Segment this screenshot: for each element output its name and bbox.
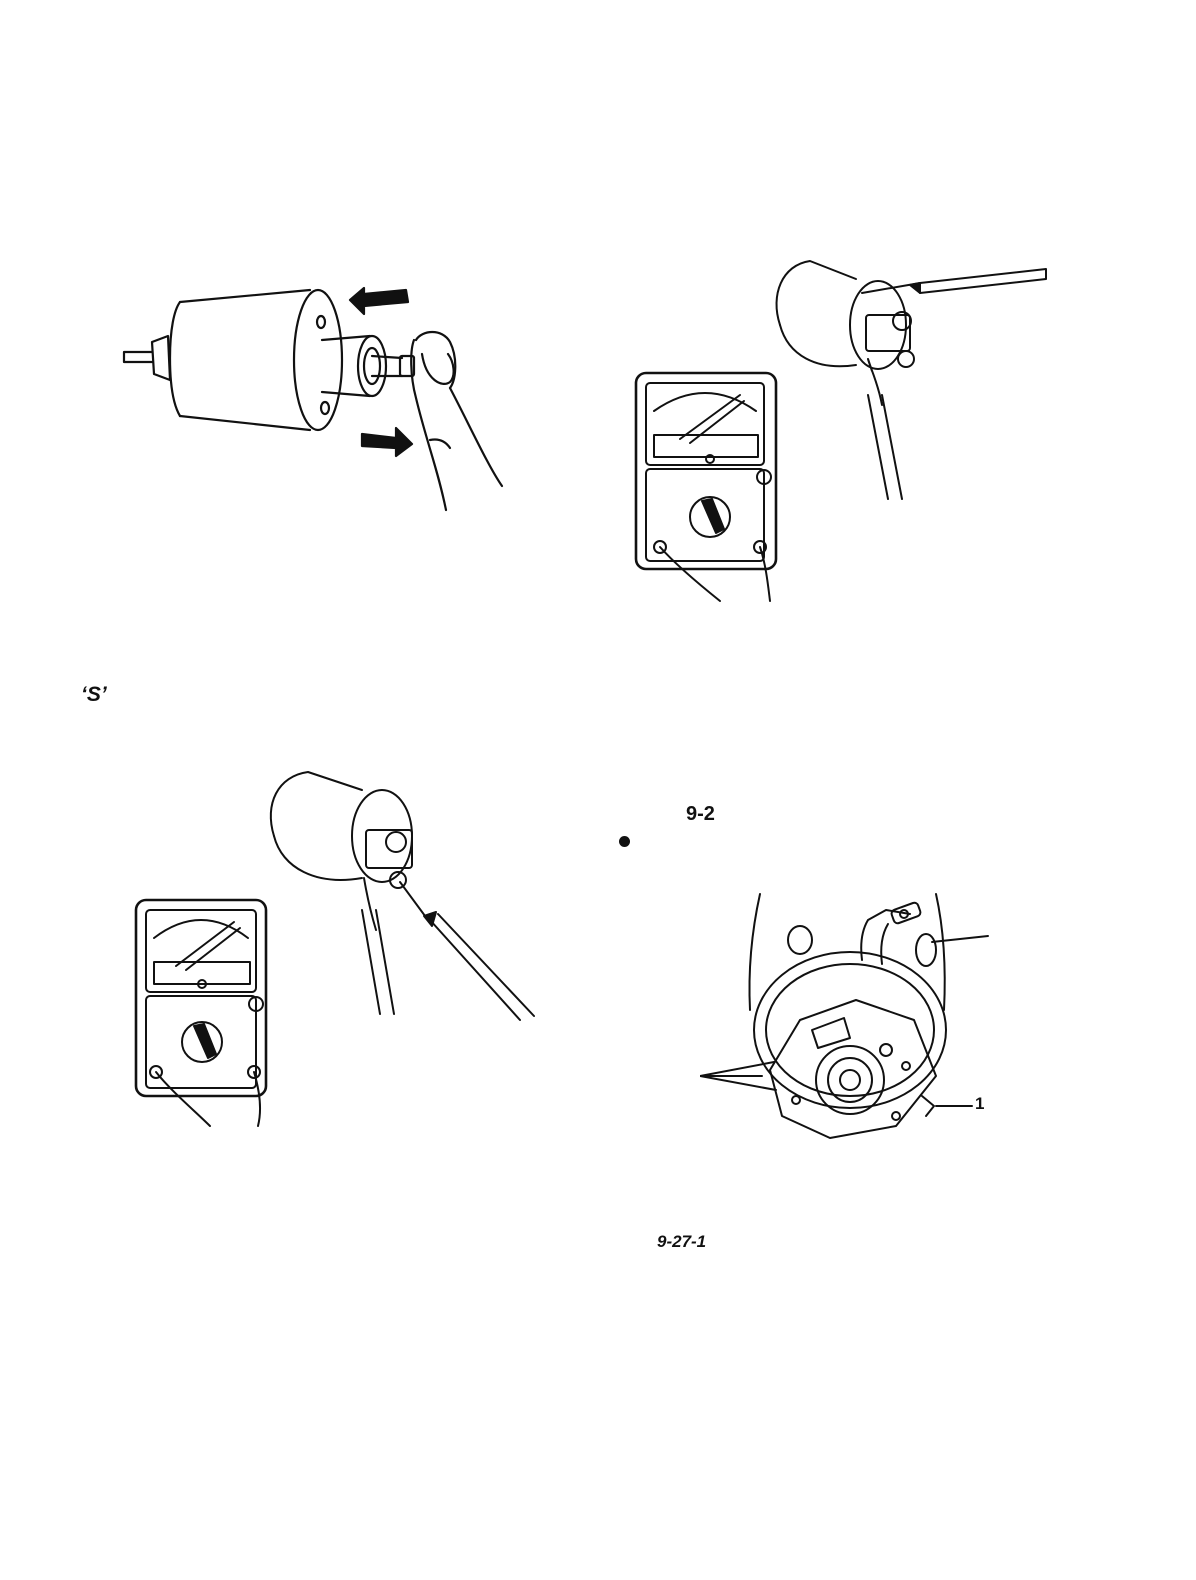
terminal-s-label: ‘S’ bbox=[81, 683, 107, 707]
solenoid-multimeter-probe-test-illustration bbox=[620, 255, 1060, 605]
section-number: 9-2 bbox=[686, 803, 715, 826]
solenoid-terminal-s-continuity-test-illustration bbox=[130, 770, 540, 1130]
figure-caption-number: 9-27-1 bbox=[657, 1232, 706, 1252]
callout-number-1: 1 bbox=[975, 1094, 984, 1114]
starter-brush-holder-illustration bbox=[700, 890, 1000, 1160]
bullet-point bbox=[619, 836, 630, 847]
solenoid-plunger-push-illustration bbox=[110, 270, 520, 520]
